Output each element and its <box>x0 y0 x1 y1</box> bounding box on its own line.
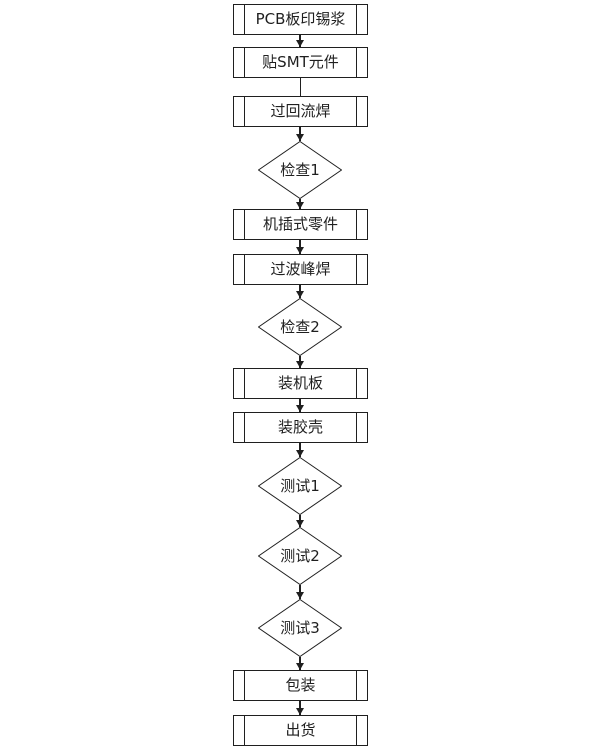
connector-arrow-down-icon <box>296 240 304 254</box>
node-label: 包装 <box>285 676 316 694</box>
flow-node-decision-check-1: 检查1 <box>258 141 342 199</box>
diamond-shape-icon <box>258 599 342 657</box>
flow-node-process-reflow-soldering: 过回流焊 <box>233 96 368 127</box>
connector-arrow-down-icon <box>296 399 304 412</box>
connector-arrow-down-icon <box>296 585 304 599</box>
node-label: 装胶壳 <box>277 418 323 436</box>
flow-node-process-case-assembly: 装胶壳 <box>233 412 368 443</box>
connector-arrow-down-icon <box>296 285 304 298</box>
flow-node-process-smt-placement: 贴SMT元件 <box>233 47 368 78</box>
node-label: 测试2 <box>280 546 320 565</box>
node-label: 出货 <box>285 721 316 739</box>
flow-node-decision-test-2: 测试2 <box>258 527 342 585</box>
node-label: 过波峰焊 <box>270 260 331 278</box>
node-label: 检查1 <box>280 160 320 179</box>
flow-node-process-pcb-solder-paste: PCB板印锡浆 <box>233 4 368 35</box>
node-label: 过回流焊 <box>270 102 331 120</box>
diamond-shape-icon <box>258 298 342 356</box>
diamond-shape-icon <box>258 141 342 199</box>
flow-node-process-wave-soldering: 过波峰焊 <box>233 254 368 285</box>
connector-arrow-down-icon <box>296 515 304 527</box>
node-label: 测试1 <box>280 476 320 495</box>
diamond-shape-icon <box>258 527 342 585</box>
connector-arrow-down-icon <box>296 127 304 141</box>
node-label: 机插式零件 <box>262 215 338 233</box>
diamond-shape-icon <box>258 457 342 515</box>
connector-arrow-down-icon <box>296 701 304 715</box>
flow-node-decision-check-2: 检查2 <box>258 298 342 356</box>
node-label: PCB板印锡浆 <box>255 10 346 28</box>
flow-node-process-through-hole-parts: 机插式零件 <box>233 209 368 240</box>
node-label: 装机板 <box>277 374 323 392</box>
connector-arrow-down-icon <box>296 443 304 457</box>
connector-arrow-down-icon <box>296 35 304 47</box>
connector-line <box>300 78 301 96</box>
connector-arrow-down-icon <box>296 657 304 670</box>
flow-node-decision-test-3: 测试3 <box>258 599 342 657</box>
flow-node-process-board-assembly: 装机板 <box>233 368 368 399</box>
node-label: 贴SMT元件 <box>262 53 339 71</box>
node-label: 测试3 <box>280 618 320 637</box>
connector-arrow-down-icon <box>296 356 304 368</box>
flow-node-decision-test-1: 测试1 <box>258 457 342 515</box>
connector-arrow-down-icon <box>296 199 304 209</box>
flow-node-process-shipping: 出货 <box>233 715 368 746</box>
node-label: 检查2 <box>280 317 320 336</box>
flow-node-process-packing: 包装 <box>233 670 368 701</box>
